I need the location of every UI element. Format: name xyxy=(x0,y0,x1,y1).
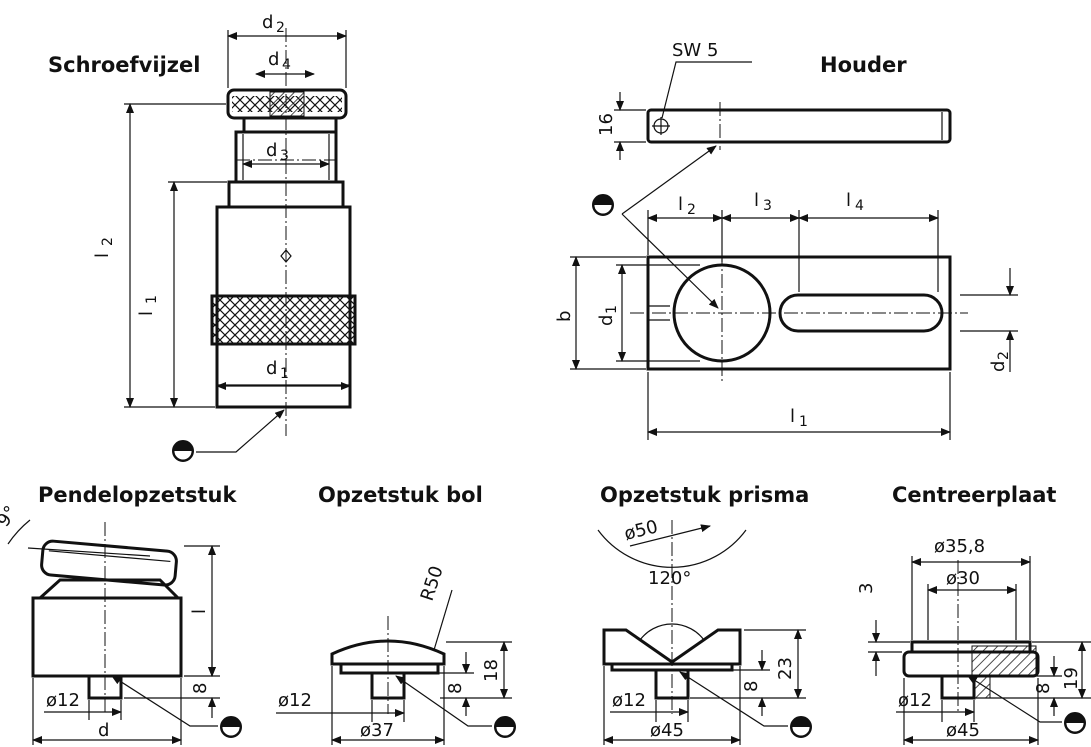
dim-houder-b: b xyxy=(554,311,575,322)
bol-view: Opzetstuk bol R50 18 8 ø12 ø37 xyxy=(276,483,516,745)
pendel-finish-icon xyxy=(220,716,242,738)
dim-houder-l3: l xyxy=(754,190,759,211)
svg-text:3: 3 xyxy=(763,198,772,214)
dim-l1: l xyxy=(136,311,157,316)
dim-d1: d xyxy=(266,358,277,379)
svg-text:1: 1 xyxy=(604,305,620,314)
dim-pendel-d12: ø12 xyxy=(46,690,80,711)
houder-title: Houder xyxy=(820,53,907,77)
pendel-title: Pendelopzetstuk xyxy=(38,483,238,507)
houder-view: Houder SW 5 16 l 2 l 3 xyxy=(554,40,1018,440)
bol-finish-icon xyxy=(494,716,516,738)
dim-pendel-l: l xyxy=(189,609,210,614)
svg-text:1: 1 xyxy=(280,366,289,382)
schroefvijzel-view: Schroefvijzel d 2 d 4 d 3 xyxy=(48,12,357,462)
pendel-saddle xyxy=(36,578,182,600)
dim-bol-8: 8 xyxy=(445,683,466,694)
svg-text:4: 4 xyxy=(855,198,864,214)
cap-section xyxy=(269,91,305,117)
svg-text:4: 4 xyxy=(282,57,291,73)
dim-bol-18: 18 xyxy=(481,659,502,682)
dim-sw5: SW 5 xyxy=(672,40,718,61)
dim-centreer-3: 3 xyxy=(856,583,877,594)
dim-bol-d12: ø12 xyxy=(278,690,312,711)
dim-prisma-d45: ø45 xyxy=(650,720,684,741)
svg-text:1: 1 xyxy=(799,414,808,430)
prisma-view: Opzetstuk prisma ø50 120° 23 8 ø12 ø45 xyxy=(597,483,812,745)
centreer-section xyxy=(971,645,1037,677)
bol-cap xyxy=(330,639,446,666)
dim-pendel-angle: 9° xyxy=(0,502,22,531)
dim-prisma-d12: ø12 xyxy=(612,690,646,711)
svg-text:2: 2 xyxy=(996,351,1012,360)
dim-prisma-23: 23 xyxy=(775,657,796,680)
dim-prisma-8: 8 xyxy=(741,681,762,692)
dim-prisma-angle: 120° xyxy=(648,568,691,589)
dim-houder-d2: d xyxy=(988,361,1009,372)
centreer-view: Centreerplaat ø35,8 ø30 3 19 8 xyxy=(856,483,1091,745)
dim-pendel-8: 8 xyxy=(190,683,211,694)
dim-d3: d xyxy=(266,140,277,161)
surface-finish-icon xyxy=(172,440,194,462)
svg-text:2: 2 xyxy=(100,237,116,246)
dim-centreer-d358: ø35,8 xyxy=(934,536,985,557)
dim-d2: d xyxy=(262,12,273,33)
dim-16: 16 xyxy=(596,113,617,136)
prisma-title: Opzetstuk prisma xyxy=(600,483,809,507)
dim-d4: d xyxy=(268,49,279,70)
dim-houder-l4: l xyxy=(846,190,851,211)
dim-houder-l2: l xyxy=(678,194,683,215)
dim-houder-d1: d xyxy=(596,315,617,326)
dim-l2: l xyxy=(92,253,113,258)
neck xyxy=(242,118,338,134)
dim-prisma-d50: ø50 xyxy=(622,516,660,545)
svg-text:2: 2 xyxy=(687,202,696,218)
houder-side-bar xyxy=(646,108,952,144)
cap xyxy=(226,88,348,120)
dim-centreer-d30: ø30 xyxy=(946,568,980,589)
schroefvijzel-title: Schroefvijzel xyxy=(48,53,200,77)
dim-houder-l1: l xyxy=(790,406,795,427)
dim-pendel-d: d xyxy=(98,720,109,741)
pendel-base xyxy=(31,596,183,678)
bol-title: Opzetstuk bol xyxy=(318,483,483,507)
knurled-ring xyxy=(210,294,357,346)
houder-finish-icon xyxy=(592,194,614,216)
prisma-finish-icon xyxy=(790,716,812,738)
dim-centreer-19: 19 xyxy=(1061,667,1082,690)
svg-text:2: 2 xyxy=(276,20,285,36)
svg-text:3: 3 xyxy=(280,148,289,164)
dim-centreer-d45: ø45 xyxy=(946,720,980,741)
dim-bol-d37: ø37 xyxy=(360,720,394,741)
dim-centreer-d12: ø12 xyxy=(898,690,932,711)
dim-bol-r50: R50 xyxy=(417,563,448,603)
svg-text:1: 1 xyxy=(144,295,160,304)
centreer-title: Centreerplaat xyxy=(892,483,1056,507)
prisma-dia50-arc xyxy=(597,529,747,568)
dim-centreer-8: 8 xyxy=(1033,683,1054,694)
pendel-view: Pendelopzetstuk 9° l 8 ø12 d xyxy=(0,483,242,745)
centreer-finish-icon xyxy=(1064,712,1086,734)
